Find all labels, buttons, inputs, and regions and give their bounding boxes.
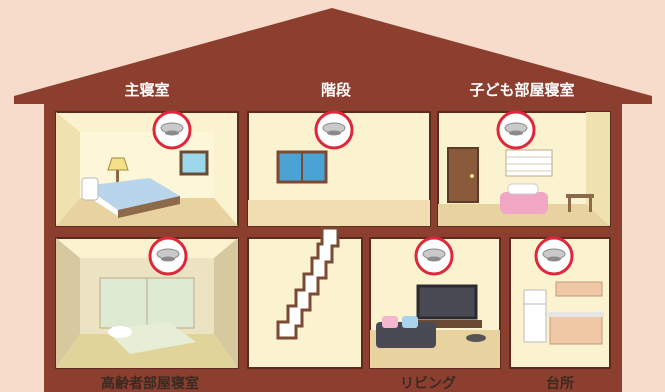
sofa-icon [376, 322, 436, 348]
smoke-detector-elderly-bedroom [148, 236, 188, 276]
bed-icon [84, 178, 180, 210]
label-master-bedroom: 主寝室 [124, 81, 169, 99]
label-kids-bedroom: 子ども部屋寝室 [469, 81, 574, 99]
label-elderly-bedroom: 高齢者部屋寝室 [101, 375, 199, 392]
label-living: リビング [400, 375, 456, 392]
door-icon [447, 147, 479, 203]
room-master-bedroom [55, 111, 239, 227]
fridge-icon [523, 289, 547, 343]
label-kitchen: 台所 [546, 375, 574, 392]
smoke-detector-master-bedroom [152, 110, 192, 150]
room-kids-bedroom [437, 111, 611, 227]
smoke-detector-kids-bedroom [496, 110, 536, 150]
room-staircase [247, 226, 363, 369]
stairs-icon [276, 226, 340, 340]
smoke-detector-stairs [314, 110, 354, 150]
smoke-detector-living [414, 236, 454, 276]
tv-icon [416, 284, 478, 320]
room-elderly-bedroom [55, 237, 239, 369]
smoke-detector-kitchen [534, 236, 574, 276]
label-stairs: 階段 [321, 81, 351, 99]
